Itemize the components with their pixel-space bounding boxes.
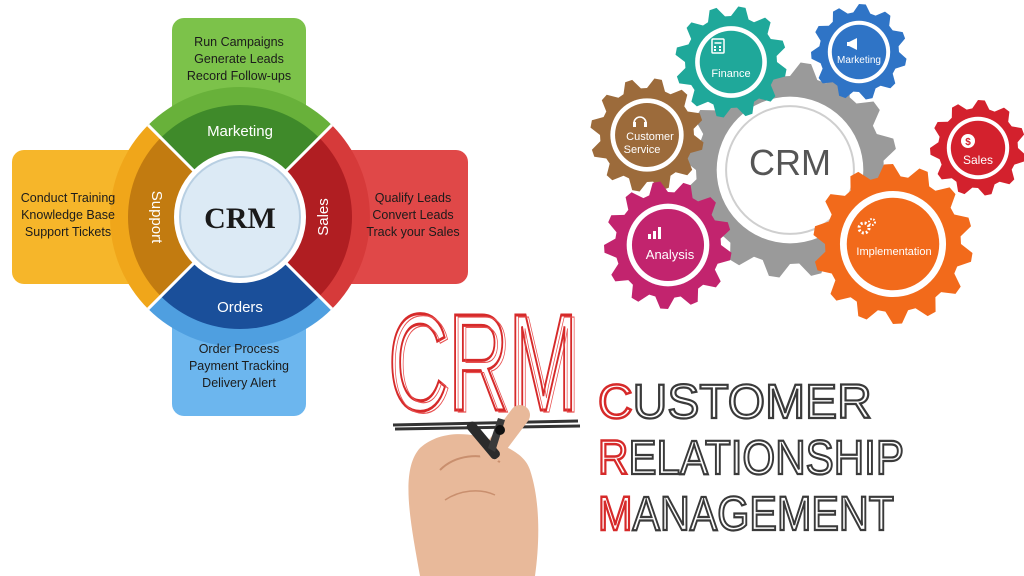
marketing-item: Generate Leads (194, 52, 284, 66)
acronym-expansion: CUSTOMER RELATIONSHIP MANAGEMENT (597, 375, 905, 543)
acronym-line: CUSTOMER (598, 376, 872, 429)
support-item: Conduct Training (21, 191, 116, 205)
sales-item: Qualify Leads (375, 191, 451, 205)
gear-label-sales: Sales (963, 153, 993, 167)
gear-customer-service (590, 78, 704, 192)
gear-marketing (811, 4, 907, 100)
acronym-initial: M (598, 488, 632, 541)
support-item: Support Tickets (25, 225, 111, 239)
acronym-rest: ELATIONSHIP (628, 432, 904, 485)
gear-analysis (604, 181, 732, 309)
gear-sales (930, 100, 1024, 196)
gear-label-implementation: Implementation (856, 246, 931, 258)
marketing-item: Record Follow-ups (187, 69, 291, 83)
gear-label-customer: Customer (626, 131, 674, 143)
gear-label-finance: Finance (711, 68, 750, 80)
headset-icon (633, 116, 647, 127)
crm-underline (392, 419, 581, 431)
svg-text:$: $ (965, 137, 971, 148)
gear-label-marketing: Marketing (837, 55, 881, 66)
orders-item: Payment Tracking (189, 359, 289, 373)
orders-label: Orders (217, 299, 263, 316)
cycle-center-label: CRM (204, 202, 276, 235)
bar-chart-icon (648, 227, 661, 239)
gear-label-analysis: Analysis (646, 247, 695, 262)
calculator-icon (711, 38, 725, 54)
handwritten-crm: CRM (388, 290, 578, 440)
acronym-rest: ANAGEMENT (632, 488, 894, 541)
gear-label-service: Service (624, 144, 661, 156)
crm-handwriting: CRM CRM CUSTOMER RELATIONSHIP MANAGEMENT (387, 290, 905, 576)
orders-item: Order Process (199, 342, 280, 356)
sales-label: Sales (315, 198, 332, 236)
gear-center-label: CRM (749, 142, 831, 183)
marketing-label: Marketing (207, 123, 273, 140)
crm-gears-diagram: $ CRM Finance Marketing Customer Service… (590, 4, 1024, 324)
cogs-icon (857, 218, 876, 235)
crm-cycle-diagram: CRM Marketing Orders Sales Support Run C… (12, 18, 468, 416)
sales-item: Track your Sales (366, 225, 459, 239)
hand-illustration (408, 405, 539, 576)
support-label: Support (148, 191, 165, 244)
gear-implementation (813, 164, 973, 324)
support-item: Knowledge Base (21, 208, 115, 222)
sales-item: Convert Leads (372, 208, 453, 222)
marketing-item: Run Campaigns (194, 35, 284, 49)
acronym-rest: USTOMER (633, 376, 872, 429)
cycle-center (179, 156, 301, 278)
orders-item: Delivery Alert (202, 376, 276, 390)
acronym-initial: C (598, 376, 633, 429)
megaphone-icon (847, 38, 857, 50)
acronym-line: RELATIONSHIP (598, 432, 904, 485)
acronym-line: MANAGEMENT (598, 488, 894, 541)
handwritten-crm-shadow: CRM (391, 290, 581, 442)
dollar-icon: $ (961, 134, 975, 148)
acronym-initial: R (598, 432, 628, 485)
gear-finance (675, 6, 787, 118)
